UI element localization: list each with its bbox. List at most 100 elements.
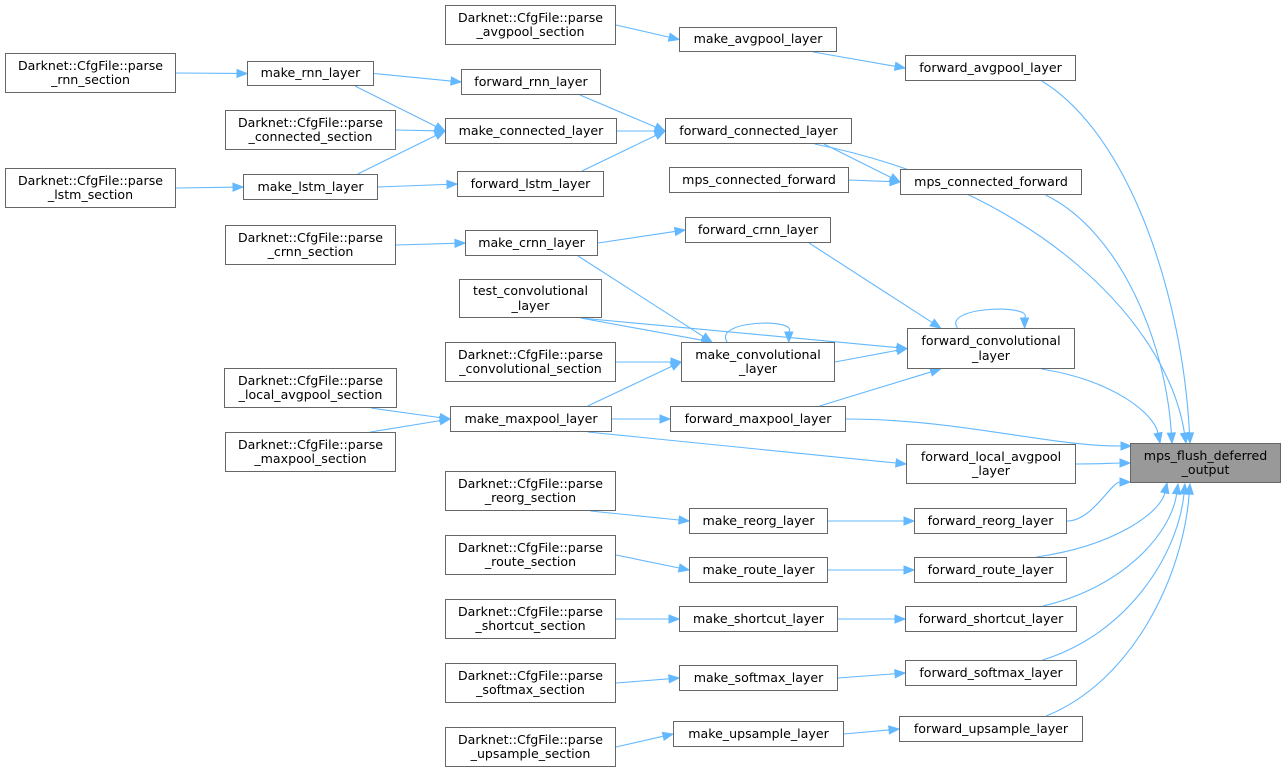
- edge-forward-connected-to-root: [814, 143, 1186, 434]
- edge-make-maxpool-to-forward-local-avgpool: [587, 431, 897, 464]
- graph-node-parse-rnn[interactable]: Darknet::CfgFile::parse _rnn_section: [5, 53, 176, 93]
- node-label: make_avgpool_layer: [693, 31, 823, 47]
- graph-node-make-maxpool[interactable]: make_maxpool_layer: [450, 406, 612, 432]
- node-label: make_shortcut_layer: [693, 610, 824, 626]
- graph-node-make-connected[interactable]: make_connected_layer: [445, 118, 617, 144]
- edge-make-lstm-to-forward-lstm-arrowhead: [446, 179, 459, 190]
- graph-node-make-reorg[interactable]: make_reorg_layer: [689, 508, 828, 534]
- node-label: Darknet::CfgFile::parse _softmax_section: [457, 667, 604, 697]
- edge-make-lstm-to-make-connected-arrowhead: [433, 130, 447, 140]
- node-label: forward_crnn_layer: [697, 221, 819, 237]
- edge-forward-upsample-to-root: [1045, 493, 1190, 717]
- graph-node-make-avgpool[interactable]: make_avgpool_layer: [679, 27, 837, 52]
- graph-node-forward-convolutional[interactable]: forward_convolutional _layer: [907, 328, 1075, 369]
- edge-forward-softmax-to-root: [1042, 493, 1185, 661]
- edge-parse-softmax-to-make-softmax: [615, 678, 670, 684]
- edge-mps-connected-forward-a-to-mps-connected-forward-b: [848, 179, 891, 183]
- edge-make-avgpool-to-forward-avgpool: [813, 51, 896, 67]
- edge-make-lstm-to-make-connected: [357, 134, 437, 175]
- graph-node-make-crnn[interactable]: make_crnn_layer: [465, 230, 598, 256]
- graph-node-parse-upsample[interactable]: Darknet::CfgFile::parse _upsample_sectio…: [445, 727, 616, 767]
- graph-node-make-shortcut[interactable]: make_shortcut_layer: [679, 606, 838, 632]
- edge-forward-crnn-to-forward-convolutional: [808, 242, 933, 324]
- edge-parse-avgpool-to-make-avgpool-arrowhead: [667, 32, 681, 42]
- graph-node-parse-lstm[interactable]: Darknet::CfgFile::parse _lstm_section: [5, 168, 176, 208]
- edge-make-softmax-to-forward-softmax-arrowhead: [894, 669, 907, 679]
- edge-forward-local-avgpool-to-root: [1075, 462, 1121, 465]
- node-label: forward_connected_layer: [679, 122, 838, 138]
- graph-node-parse-local-avgpool[interactable]: Darknet::CfgFile::parse _local_avgpool_s…: [224, 368, 397, 408]
- graph-node-forward-softmax[interactable]: forward_softmax_layer: [905, 660, 1077, 686]
- edge-parse-upsample-to-make-upsample-arrowhead: [661, 731, 675, 741]
- node-label: mps_connected_forward: [682, 171, 836, 187]
- graph-node-mps-connected-forward-b[interactable]: mps_connected_forward: [900, 169, 1082, 195]
- edge-make-crnn-to-forward-crnn: [597, 230, 676, 244]
- edge-parse-reorg-to-make-reorg-arrowhead: [678, 515, 691, 525]
- graph-node-forward-connected[interactable]: forward_connected_layer: [665, 118, 852, 144]
- edge-forward-lstm-to-forward-connected: [581, 134, 657, 172]
- edge-forward-rnn-to-forward-connected: [579, 94, 657, 128]
- graph-node-forward-maxpool[interactable]: forward_maxpool_layer: [670, 406, 846, 432]
- root-node-mps-flush-deferred-output: mps_flush_deferred _output: [1130, 443, 1281, 483]
- edge-make-rnn-to-make-connected: [354, 85, 437, 128]
- graph-node-parse-shortcut[interactable]: Darknet::CfgFile::parse _shortcut_sectio…: [445, 599, 616, 639]
- graph-node-forward-upsample[interactable]: forward_upsample_layer: [899, 716, 1083, 742]
- graph-node-parse-route[interactable]: Darknet::CfgFile::parse _route_section: [445, 535, 616, 575]
- graph-node-parse-crnn[interactable]: Darknet::CfgFile::parse _crnn_section: [225, 225, 396, 265]
- edge-parse-avgpool-to-make-avgpool: [615, 24, 670, 38]
- edge-mps-connected-forward-b-to-root-arrowhead: [1166, 432, 1177, 445]
- edge-make-crnn-to-forward-crnn-arrowhead: [673, 226, 687, 237]
- edge-make-shortcut-to-forward-shortcut-arrowhead: [894, 614, 907, 624]
- graph-node-make-rnn[interactable]: make_rnn_layer: [247, 61, 374, 86]
- node-label: Darknet::CfgFile::parse _local_avgpool_s…: [237, 372, 384, 402]
- graph-node-mps-connected-forward-a[interactable]: mps_connected_forward: [669, 167, 849, 193]
- node-label: forward_upsample_layer: [913, 720, 1069, 736]
- edge-forward-shortcut-to-root: [1042, 493, 1178, 607]
- graph-node-parse-avgpool[interactable]: Darknet::CfgFile::parse _avgpool_section: [445, 5, 616, 45]
- node-label: Darknet::CfgFile::parse _convolutional_s…: [457, 346, 604, 376]
- edge-mps-connected-forward-a-to-mps-connected-forward-b-arrowhead: [889, 176, 902, 187]
- graph-node-forward-lstm[interactable]: forward_lstm_layer: [457, 171, 604, 197]
- node-label: make_route_layer: [702, 561, 815, 577]
- edge-forward-route-to-root-arrowhead: [1160, 481, 1170, 495]
- graph-node-forward-shortcut[interactable]: forward_shortcut_layer: [905, 606, 1077, 632]
- graph-node-make-upsample[interactable]: make_upsample_layer: [673, 721, 844, 747]
- edge-parse-lstm-to-make-lstm-arrowhead: [232, 182, 245, 192]
- graph-node-forward-local-avgpool[interactable]: forward_local_avgpool _layer: [906, 444, 1076, 484]
- node-label: forward_shortcut_layer: [918, 610, 1064, 626]
- edge-make-rnn-to-make-connected-arrowhead: [433, 122, 447, 132]
- node-label: Darknet::CfgFile::parse _route_section: [457, 539, 604, 569]
- graph-node-make-convolutional[interactable]: make_convolutional _layer: [681, 342, 835, 382]
- edge-forward-connected-to-root-arrowhead: [1179, 431, 1190, 445]
- graph-node-parse-convolutional[interactable]: Darknet::CfgFile::parse _convolutional_s…: [445, 342, 616, 382]
- edge-make-rnn-to-forward-rnn-arrowhead: [450, 76, 463, 86]
- node-label: forward_softmax_layer: [919, 664, 1063, 680]
- node-label: forward_avgpool_layer: [919, 59, 1062, 75]
- graph-node-test-convolutional[interactable]: test_convolutional _layer: [459, 279, 602, 318]
- edge-parse-connected-to-make-connected: [395, 129, 436, 132]
- graph-node-parse-reorg[interactable]: Darknet::CfgFile::parse _reorg_section: [445, 471, 616, 511]
- graph-node-parse-softmax[interactable]: Darknet::CfgFile::parse _softmax_section: [445, 663, 616, 703]
- node-label: make_connected_layer: [458, 122, 604, 138]
- edge-make-convolutional-to-forward-convolutional: [834, 349, 898, 363]
- graph-node-forward-rnn[interactable]: forward_rnn_layer: [461, 69, 601, 95]
- edge-make-convolutional-to-forward-convolutional-arrowhead: [895, 345, 909, 356]
- edge-parse-local-avgpool-to-make-maxpool: [370, 407, 441, 419]
- graph-node-parse-connected[interactable]: Darknet::CfgFile::parse _connected_secti…: [225, 110, 396, 150]
- graph-node-make-route[interactable]: make_route_layer: [689, 557, 828, 583]
- node-label: Darknet::CfgFile::parse _maxpool_section: [237, 436, 384, 466]
- edge-forward-avgpool-to-root: [1041, 80, 1191, 434]
- node-label: Darknet::CfgFile::parse _shortcut_sectio…: [457, 603, 604, 633]
- edge-make-upsample-to-forward-upsample-arrowhead: [888, 725, 901, 735]
- node-label: make_rnn_layer: [260, 65, 361, 81]
- graph-node-forward-avgpool[interactable]: forward_avgpool_layer: [905, 55, 1076, 81]
- graph-node-forward-reorg[interactable]: forward_reorg_layer: [914, 508, 1067, 534]
- graph-node-forward-route[interactable]: forward_route_layer: [914, 557, 1067, 583]
- graph-node-parse-maxpool[interactable]: Darknet::CfgFile::parse _maxpool_section: [225, 432, 396, 472]
- graph-node-forward-crnn[interactable]: forward_crnn_layer: [685, 217, 831, 243]
- graph-node-make-lstm[interactable]: make_lstm_layer: [243, 174, 378, 200]
- graph-node-make-softmax[interactable]: make_softmax_layer: [679, 665, 838, 691]
- edge-forward-convolutional-to-forward-convolutional-arrowhead: [1019, 317, 1030, 330]
- edge-make-route-to-forward-route-arrowhead: [903, 565, 916, 575]
